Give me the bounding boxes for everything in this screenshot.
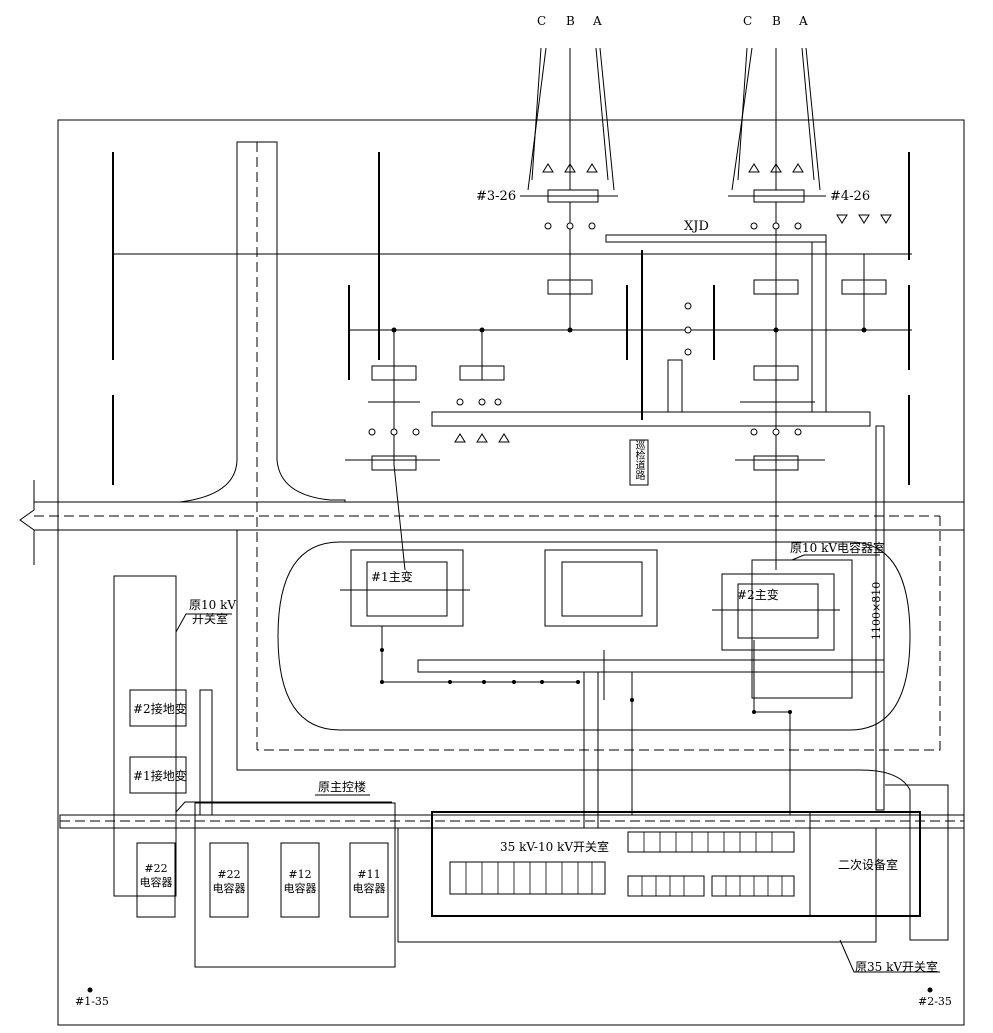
switch-room-10kv-label-1: 原10 kV (189, 598, 237, 612)
switchgear-right (547, 202, 887, 570)
capacitor-11-unit: 电容器 (352, 882, 386, 895)
phase-label-right-c: C (743, 14, 753, 28)
capacitor-22-unit: 电容器 (212, 882, 246, 895)
switchgear-left (345, 330, 505, 571)
cabinet-dividers (465, 832, 783, 896)
cable-trench-size-label: 1100×810 (870, 581, 883, 640)
junction-dots (87, 327, 933, 993)
phase-label-left-c: C (537, 14, 547, 28)
benchmark-2-label: #2-35 (918, 995, 952, 1008)
xjd-label: XJD (684, 219, 709, 234)
main-transformer-1-label: #1主变 (371, 570, 413, 584)
phase-label-right-a: A (799, 14, 808, 28)
incoming-line-left (520, 47, 618, 203)
phase-label-right-b: B (772, 14, 781, 28)
switch-room-35-10kv-building (397, 811, 921, 943)
secondary-equipment-room-label: 二次设备室 (838, 858, 899, 872)
gantry-posts (112, 152, 910, 485)
main-road (19, 480, 964, 565)
grounding-transformer-1-label: #1接地变 (133, 769, 187, 783)
incoming-line-right (728, 47, 826, 203)
capacitor-12-unit: 电容器 (283, 882, 317, 895)
switch-room-10kv-label-2: 开关室 (192, 612, 229, 626)
main-control-building-label: 原主控楼 (318, 780, 367, 794)
inspection-road-label: 巡检道路 (633, 440, 644, 480)
capacitor-11-number: #11 (357, 868, 381, 881)
old-switch-room-35kv-label: 原35 kV开关室 (855, 960, 939, 974)
tower-label-4-26: #4-26 (830, 189, 871, 204)
cable-trench (59, 234, 965, 829)
main-transformer-1-box (340, 549, 470, 627)
phase-label-left-a: A (593, 14, 602, 28)
inspection-marker (629, 439, 649, 486)
tower-label-3-26: #3-26 (476, 189, 517, 204)
old-main-control-building (194, 802, 396, 968)
main-transformer-mid-box (544, 549, 658, 627)
insulator-points (368, 222, 802, 436)
capacitor-22-outer-unit: 电容器 (139, 876, 173, 889)
cable-routes (381, 626, 791, 815)
site-boundary (57, 119, 965, 1026)
benchmark-1-label: #1-35 (75, 995, 109, 1008)
capacitor-22-number: #22 (217, 868, 241, 881)
leader-lines (175, 554, 940, 973)
capacitor-room-10kv-label: 原10 kV电容器室 (790, 541, 886, 555)
capacitor-12-number: #12 (288, 868, 312, 881)
transformer-yard (277, 541, 911, 731)
arrester-symbols (454, 163, 892, 443)
main-transformer-2-label: #2主变 (737, 588, 779, 602)
old-switch-room-10kv (113, 575, 177, 897)
switch-room-35-10kv-label: 35 kV-10 kV开关室 (500, 840, 609, 854)
phase-label-left-b: B (566, 14, 575, 28)
capacitor-22-outer-number: #22 (144, 862, 168, 875)
access-road (179, 141, 346, 503)
main-transformer-2-box (712, 559, 853, 699)
grounding-transformer-2-label: #2接地变 (133, 702, 187, 716)
